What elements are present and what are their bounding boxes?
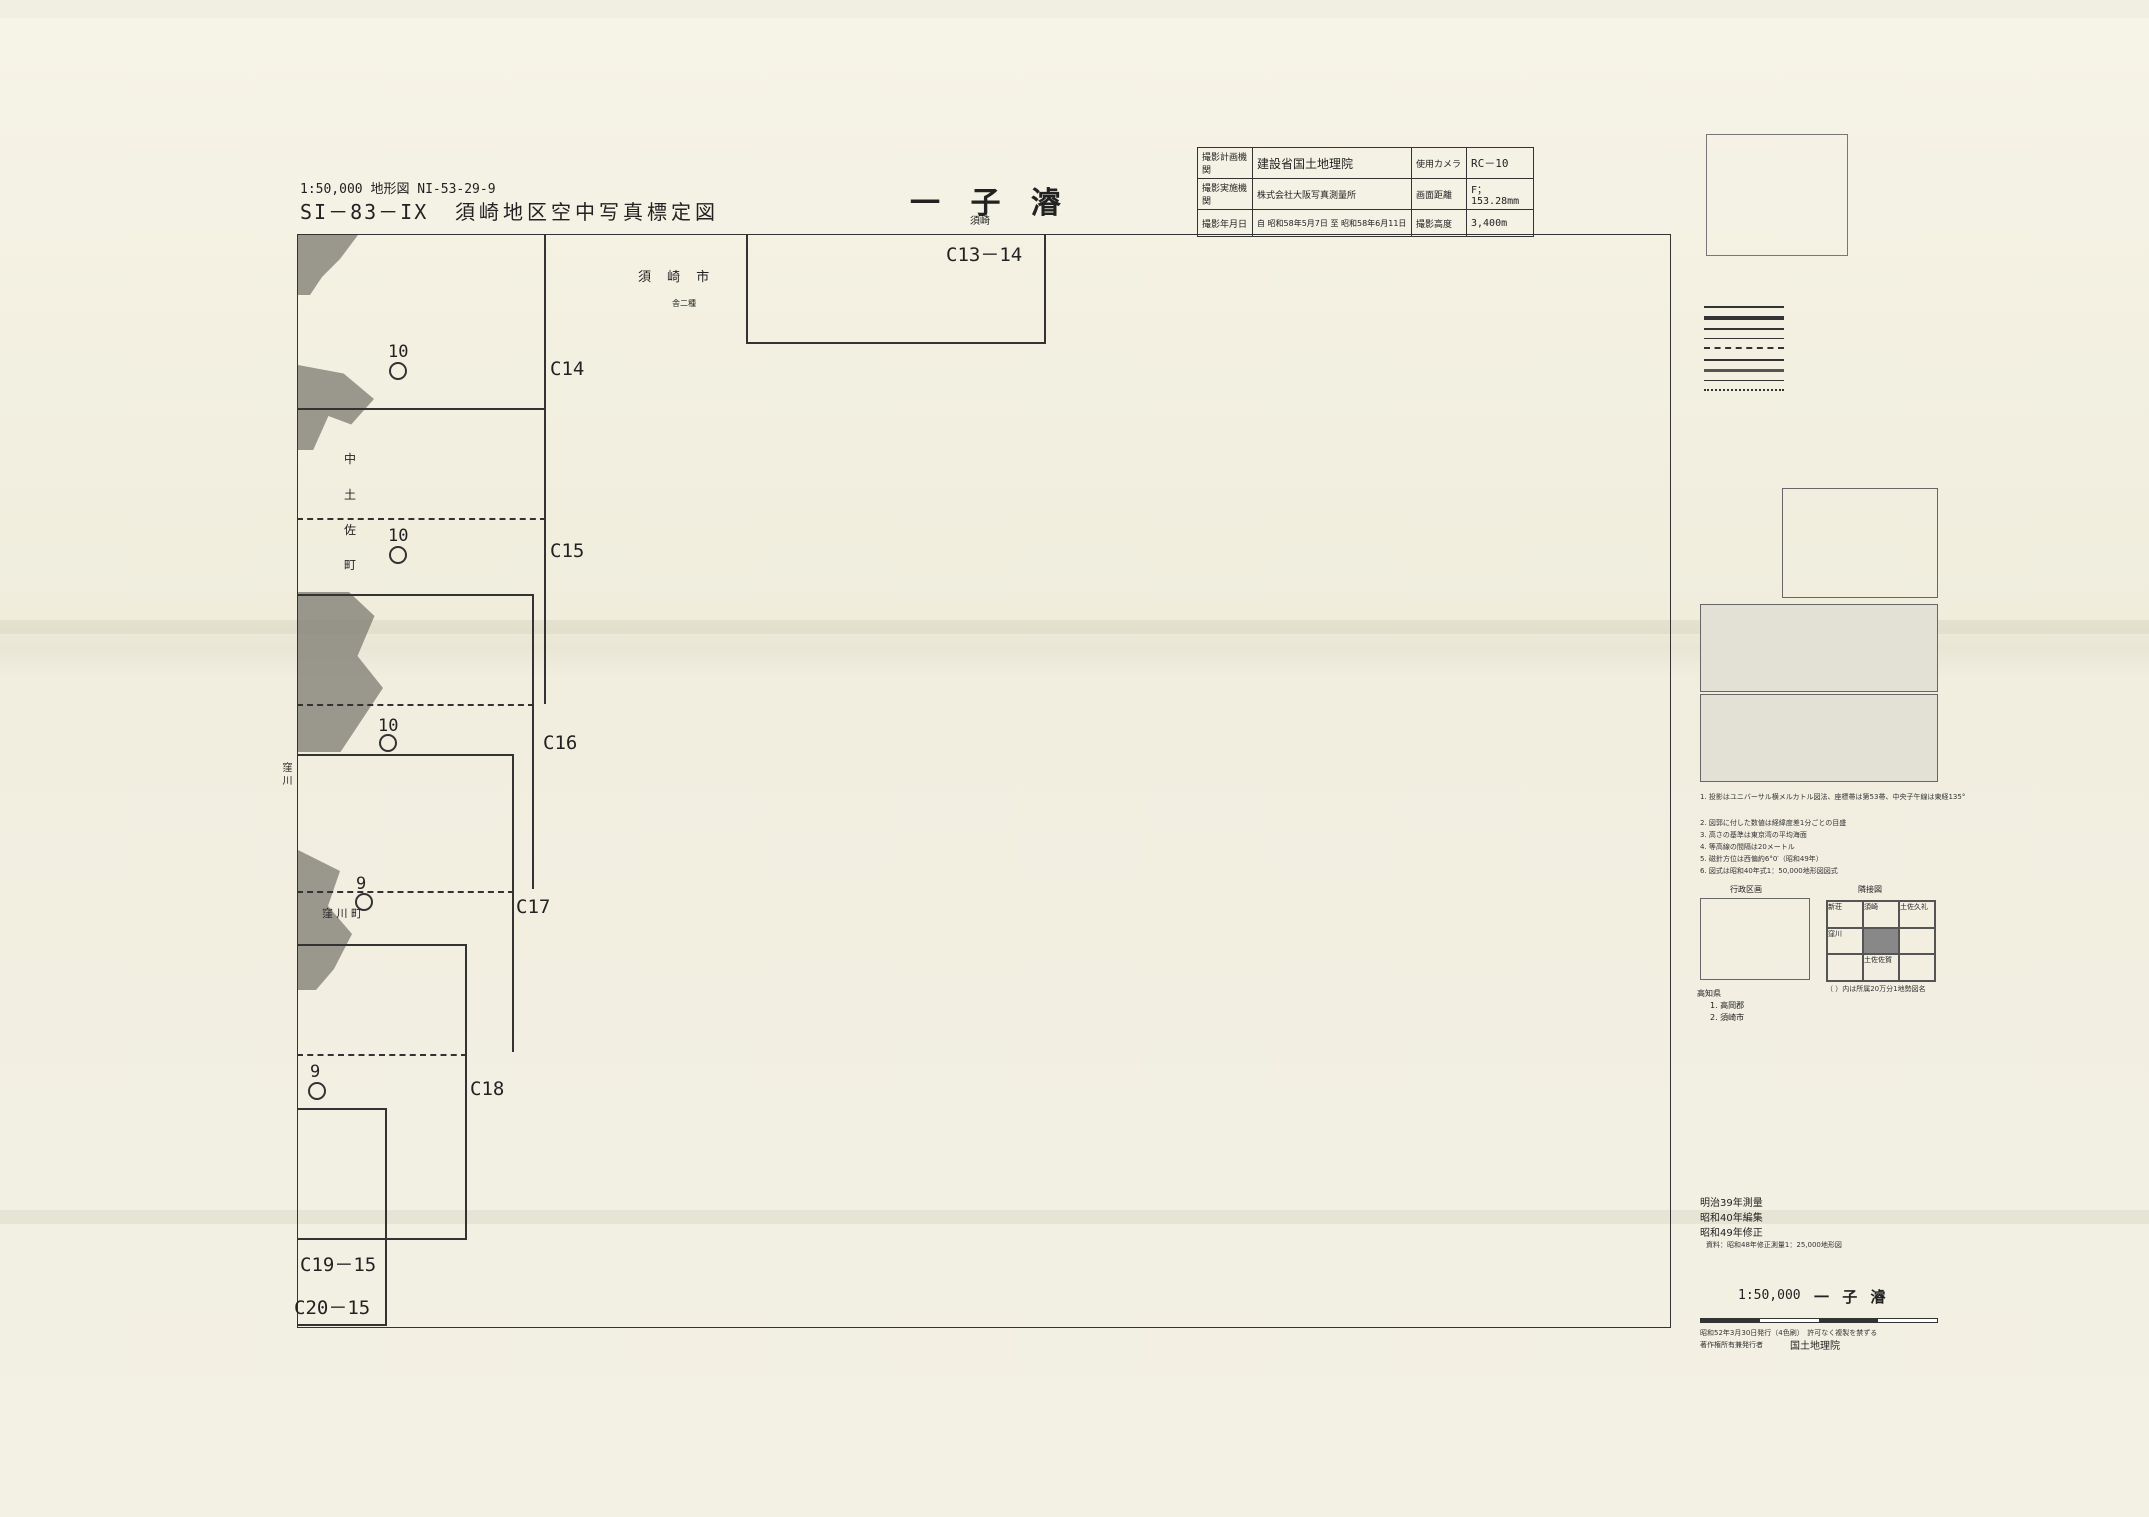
place-name: 土: [344, 488, 357, 502]
info-key: 撮影計画機関: [1197, 147, 1253, 179]
adjacent-cell: [1899, 927, 1935, 955]
index-grid: [1706, 134, 1848, 256]
sample-map-terrain: [1700, 694, 1938, 782]
info-key: 画面距離: [1411, 178, 1467, 210]
survey-history: 昭和40年編集: [1700, 1213, 1763, 1224]
adjacent-note: （ ）内は所属20万分1地勢図名: [1826, 985, 1926, 993]
photo-coverage: [297, 408, 546, 520]
legend-note: 6. 図式は昭和40年式1：50,000地形図図式: [1700, 867, 1838, 875]
info-value: RC－10: [1466, 147, 1534, 179]
photo-coverage: [297, 594, 534, 706]
photo-coverage: [297, 1108, 387, 1326]
place-name: 窪 川: [280, 762, 291, 786]
landuse-legend-grid: [1782, 488, 1938, 598]
flight-line: [544, 234, 546, 704]
adjacent-cell-current: [1863, 927, 1899, 955]
strip-label: C17: [516, 896, 551, 918]
strip-label: C14: [550, 358, 585, 380]
adjacent-cell: 土佐佐賀: [1863, 954, 1899, 981]
sheet-name: 一 子 濬: [910, 186, 1071, 221]
adjacent-title: 隣接図: [1858, 885, 1882, 894]
info-value: 3,400m: [1466, 209, 1534, 237]
course-number: 9: [356, 874, 367, 894]
index-title: 須崎地区空中写真標定図: [455, 200, 719, 224]
source-note: 資料：昭和48年修正測量1：25,000地形図: [1706, 1241, 1842, 1249]
place-name: 中: [344, 452, 357, 466]
course-number: 9: [310, 1062, 321, 1082]
legend-note: 4. 等高線の間隔は20メートル: [1700, 843, 1795, 851]
footer-scale: 1:50,000: [1738, 1288, 1801, 1303]
photo-center-circle: [308, 1082, 326, 1100]
flight-line: [532, 594, 534, 889]
photo-center-circle: [389, 546, 407, 564]
adjacent-grid: 新荘 須崎 土佐久礼 窪川 土佐佐賀: [1826, 900, 1936, 982]
legend-note: 5. 磁針方位は西偏約6°0′（昭和49年）: [1700, 855, 1823, 863]
adjacent-cell: 窪川: [1827, 927, 1863, 955]
adjacent-cell: 土佐久礼: [1899, 901, 1935, 928]
place-name: 町: [344, 558, 357, 572]
course-number: 10: [378, 716, 399, 736]
sample-map-town: [1700, 604, 1938, 692]
info-value: 自 昭和58年5月7日 至 昭和58年6月11日: [1252, 209, 1412, 237]
photo-coverage: [297, 944, 467, 1056]
legend-note: 3. 高さの基準は東京湾の平均海面: [1700, 831, 1807, 839]
photo-center-circle: [355, 893, 373, 911]
admin-map: [1700, 898, 1810, 980]
fold-crease: [0, 620, 2149, 634]
adjacent-cell: 新荘: [1827, 901, 1863, 928]
adjacent-cell: [1899, 954, 1935, 981]
publisher: 国土地理院: [1790, 1341, 1840, 1352]
strip-label: C13－14: [946, 244, 1023, 266]
publication-note: 著作権所有兼発行者: [1700, 1341, 1763, 1349]
pref-item: 2. 須崎市: [1710, 1013, 1745, 1022]
fold-crease: [0, 1210, 2149, 1224]
flight-line: [465, 944, 467, 1240]
flight-line: [297, 1238, 465, 1240]
admin-title: 行政区画: [1730, 885, 1762, 894]
photo-center-circle: [379, 734, 397, 752]
publication-note: 昭和52年3月30日発行（4色刷） 許可なく複製を禁ずる: [1700, 1329, 1878, 1337]
scale-line: 1:50,000 地形図 NI-53-29-9: [300, 182, 496, 197]
adjacent-cell: [1827, 954, 1863, 981]
strip-label: C18: [470, 1078, 505, 1100]
place-name-small: 舎二種: [672, 299, 696, 308]
strip-label: C20－15: [294, 1297, 371, 1319]
place-name: 窪 川 町: [322, 907, 362, 920]
legend-symbols: [1704, 300, 1784, 470]
info-key: 撮影実施機関: [1197, 178, 1253, 210]
course-number: 10: [388, 342, 409, 362]
footer-sheet-name: 一 子 濬: [1814, 1288, 1890, 1306]
info-key: 撮影年月日: [1197, 209, 1253, 237]
index-code: SI－83－IX: [300, 200, 429, 224]
photo-coverage: [746, 234, 1046, 344]
flight-line: [512, 754, 514, 1052]
place-name: 佐: [344, 523, 357, 537]
info-key: 使用カメラ: [1411, 147, 1467, 179]
pref-item: 1. 高岡郡: [1710, 1001, 1745, 1010]
sheet-sub: 須崎: [970, 216, 990, 227]
adjacent-cell: 須崎: [1863, 901, 1899, 928]
strip-label: C15: [550, 540, 585, 562]
course-number: 10: [388, 526, 409, 546]
photo-info-table: 撮影計画機関 建設省国土地理院 使用カメラ RC－10 撮影実施機関 株式会社大…: [1197, 147, 1534, 237]
prefecture: 高知県: [1697, 989, 1721, 998]
survey-history: 昭和49年修正: [1700, 1228, 1763, 1239]
legend-note: 1. 投影はユニバーサル横メルカトル図法、座標帯は第53帯、中央子午線は東経13…: [1700, 793, 1966, 801]
photo-center-circle: [389, 362, 407, 380]
survey-history: 明治39年測量: [1700, 1198, 1763, 1209]
strip-label: C16: [543, 732, 578, 754]
scale-bar: [1700, 1318, 1938, 1323]
info-value: F；153.28mm: [1466, 178, 1534, 210]
place-name: 須 崎 市: [638, 270, 716, 285]
photo-coverage: [297, 754, 514, 893]
info-value: 株式会社大阪写真測量所: [1252, 178, 1412, 210]
info-value: 建設省国土地理院: [1252, 147, 1412, 179]
legend-note: 2. 図郭に付した数値は経緯度差1分ごとの目盛: [1700, 819, 1847, 827]
info-key: 撮影高度: [1411, 209, 1467, 237]
map-frame: [297, 234, 1671, 1328]
strip-label: C19－15: [300, 1254, 377, 1276]
